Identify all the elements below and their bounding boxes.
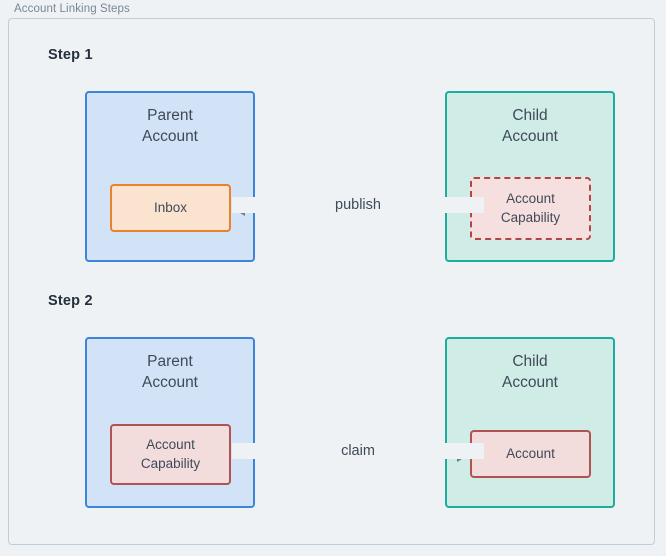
step-1-arrow-label: publish xyxy=(232,197,484,213)
step-2-account-box: Account xyxy=(470,430,591,478)
step-2-label: Step 2 xyxy=(48,293,93,309)
step-2-arrow-label: claim xyxy=(232,443,484,459)
step-1-publish-arrow: publish xyxy=(232,188,484,228)
step-1-inbox-label: Inbox xyxy=(153,199,188,215)
step-1-inbox-box: Inbox xyxy=(110,184,231,232)
step-2-account-label: Account xyxy=(506,445,555,461)
step-2-claim-arrow: claim xyxy=(232,434,484,474)
step-1-label: Step 1 xyxy=(48,47,93,63)
panel-title: Account Linking Steps xyxy=(14,3,130,15)
